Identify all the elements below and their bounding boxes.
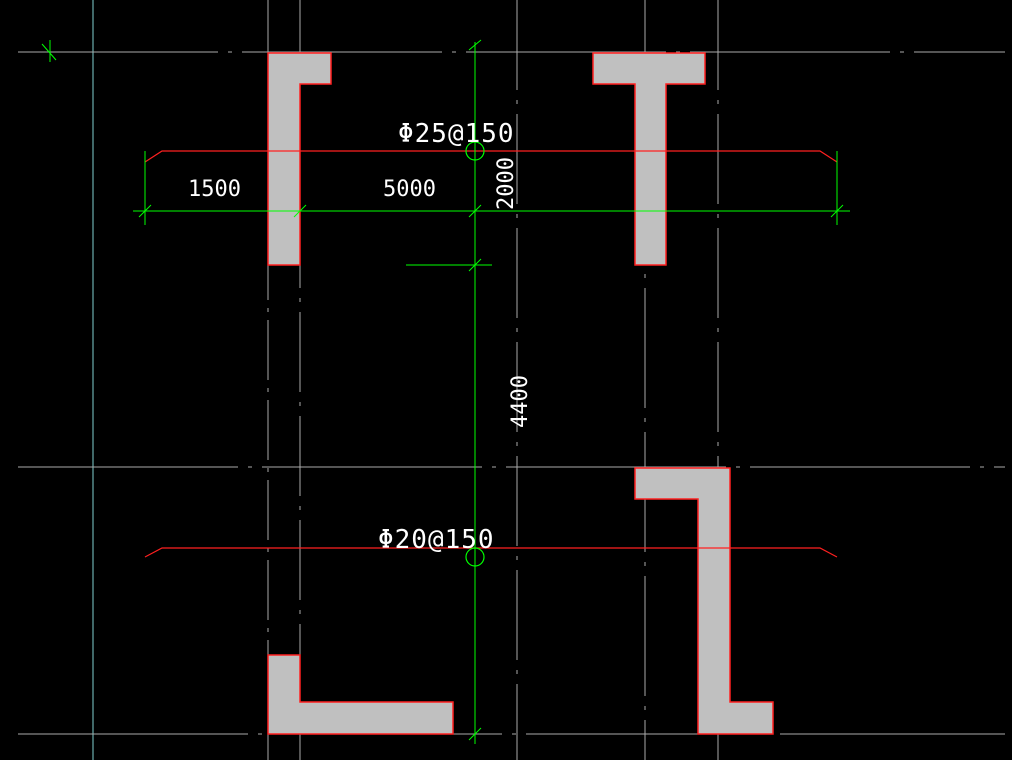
wall-sections [267, 52, 774, 735]
dimension-tick [468, 39, 482, 51]
wall-section-t-upper-right[interactable] [592, 52, 706, 266]
dimension-text-left-width[interactable]: 1500 [188, 177, 241, 202]
rebar-line-top[interactable] [144, 150, 838, 163]
dimension-text-upper-height[interactable]: 2000 [494, 157, 519, 210]
grid-tick [41, 43, 57, 61]
rebar-lines [144, 150, 838, 558]
dimension-tick [138, 204, 152, 218]
dimension-lines [133, 39, 850, 744]
rebar-line-bottom[interactable] [144, 547, 838, 558]
rebar-marker-circle-bottom[interactable] [465, 547, 485, 567]
rebar-marker-circle-top[interactable] [465, 141, 485, 161]
wall-section-z-lower-right[interactable] [634, 467, 774, 735]
wall-section-l-lower-left[interactable] [267, 654, 454, 735]
rebar-label-top[interactable]: Φ25@150 [398, 119, 515, 149]
dimension-text-lower-height[interactable]: 4400 [508, 375, 533, 428]
dimension-tick [293, 204, 307, 218]
rebar-label-bottom[interactable]: Φ20@150 [378, 525, 495, 555]
wall-section-l-upper-left[interactable] [267, 52, 332, 266]
dimension-text-span-width[interactable]: 5000 [383, 177, 436, 202]
dimension-tick [830, 204, 844, 218]
rebar-markers [465, 141, 485, 567]
dimension-tick [468, 727, 482, 741]
